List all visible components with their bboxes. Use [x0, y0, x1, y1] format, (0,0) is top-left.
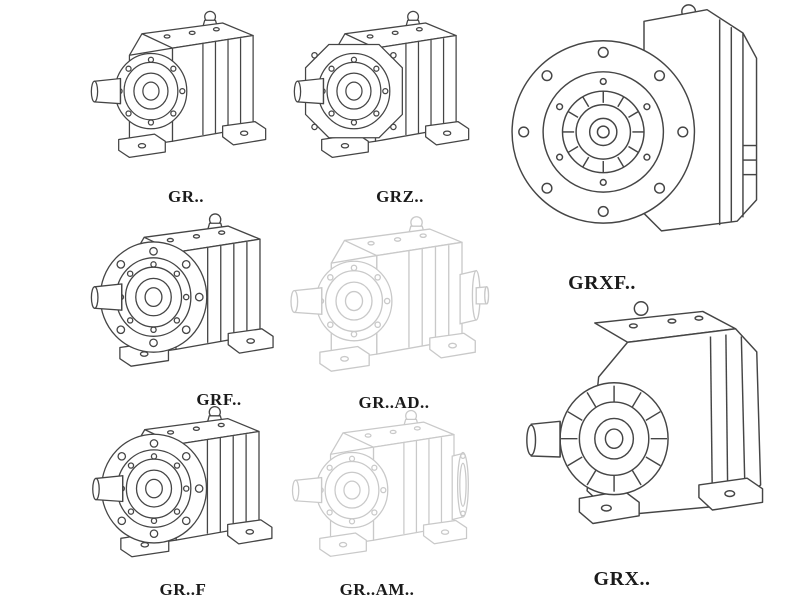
gearbox-gr-am-label: GR..AM.. [339, 580, 415, 599]
gearbox-gr-am-drawing [291, 409, 469, 557]
gearbox-gr-ad-drawing [290, 216, 490, 372]
gearbox-grx-label: GRX.. [593, 568, 651, 590]
figure-gr-ad [286, 212, 494, 392]
gearbox-grf-label: GRF.. [196, 390, 242, 409]
gearbox-grz-drawing [293, 10, 470, 159]
gearbox-grf-drawing [90, 213, 274, 367]
figure-grxf [498, 0, 790, 260]
gearbox-grxf-drawing [511, 4, 758, 232]
figure-gr-am [286, 406, 486, 576]
gearbox-grx-drawing [526, 301, 764, 525]
figure-grx [496, 296, 790, 564]
gearbox-grxf-label: GRXF.. [568, 272, 636, 294]
gearbox-gr-f-label: GR..F [159, 580, 207, 599]
gearbox-gr-drawing [90, 10, 267, 159]
gearbox-gr-ad-label: GR..AD.. [358, 393, 430, 412]
figure-grf [90, 208, 288, 388]
figure-grz [293, 2, 483, 182]
gearbox-gr-label: GR.. [168, 187, 204, 206]
gearbox-gr-f-drawing [92, 405, 273, 558]
figure-gr [90, 2, 280, 182]
figure-gr-f [90, 402, 288, 577]
gearbox-grz-label: GRZ.. [376, 187, 424, 206]
